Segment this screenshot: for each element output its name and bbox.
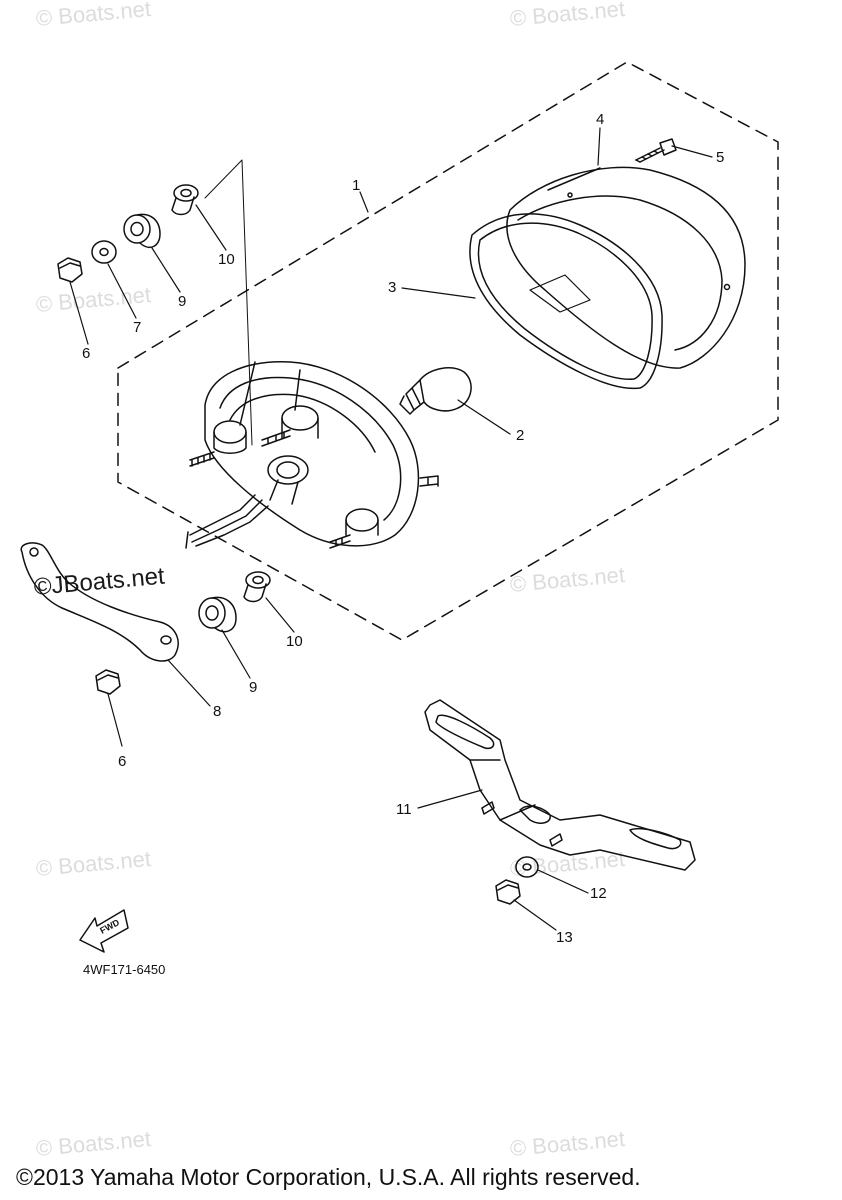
stay-bracket — [20, 542, 179, 662]
lens-screw — [635, 138, 677, 163]
callout-12: 12 — [590, 885, 607, 902]
callout-6-upper: 6 — [82, 345, 90, 362]
washer-bracket — [515, 856, 539, 878]
leader-lines — [69, 127, 713, 931]
tail-lens — [506, 166, 746, 369]
callout-1: 1 — [352, 177, 360, 194]
tail-light-base — [185, 361, 439, 549]
callout-9-lower: 9 — [249, 679, 257, 696]
callout-3: 3 — [388, 279, 396, 296]
assembly-outline — [117, 61, 779, 641]
callout-8: 8 — [213, 703, 221, 720]
callout-10-upper: 10 — [218, 251, 235, 268]
washer-upper — [91, 240, 117, 264]
collar-lower — [243, 571, 271, 603]
callout-9-upper: 9 — [178, 293, 186, 310]
bulb — [399, 367, 472, 415]
grommet-upper — [123, 213, 161, 249]
callout-11: 11 — [396, 801, 412, 818]
callout-2: 2 — [516, 427, 524, 444]
license-bracket — [424, 699, 696, 871]
copyright-notice: ©2013 Yamaha Motor Corporation, U.S.A. A… — [16, 1164, 641, 1190]
callout-7: 7 — [133, 319, 141, 336]
callout-6-lower: 6 — [118, 753, 126, 770]
reference-line — [204, 159, 253, 446]
grommet-lower — [198, 596, 237, 633]
lens-gasket — [469, 213, 663, 390]
callout-10-lower: 10 — [286, 633, 303, 650]
callout-4: 4 — [596, 111, 604, 128]
callout-13: 13 — [556, 929, 573, 946]
diagram-code: 4WF171-6450 — [83, 962, 166, 977]
nut-lower — [95, 669, 121, 695]
fwd-arrow-icon: FWD — [79, 909, 129, 953]
callout-5: 5 — [716, 149, 724, 166]
nut-bracket — [495, 879, 521, 905]
collar-upper — [171, 184, 199, 216]
nut-upper — [57, 257, 83, 283]
